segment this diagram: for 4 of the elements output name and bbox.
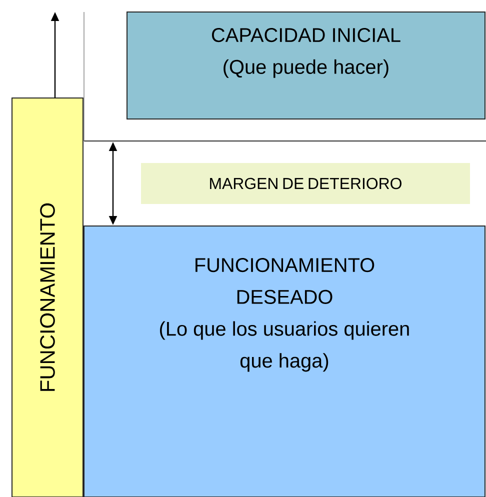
capacity-box: CAPACIDAD INICIAL (Que puede hacer) [126, 12, 486, 120]
axis-bar: FUNCIONAMIENTO [12, 98, 84, 497]
desired-performance-box: FUNCIONAMIENTO DESEADO (Lo que los usuarios quieren que haga) [84, 226, 486, 497]
margin-band: MARGEN DE DETERIORO [141, 163, 470, 204]
